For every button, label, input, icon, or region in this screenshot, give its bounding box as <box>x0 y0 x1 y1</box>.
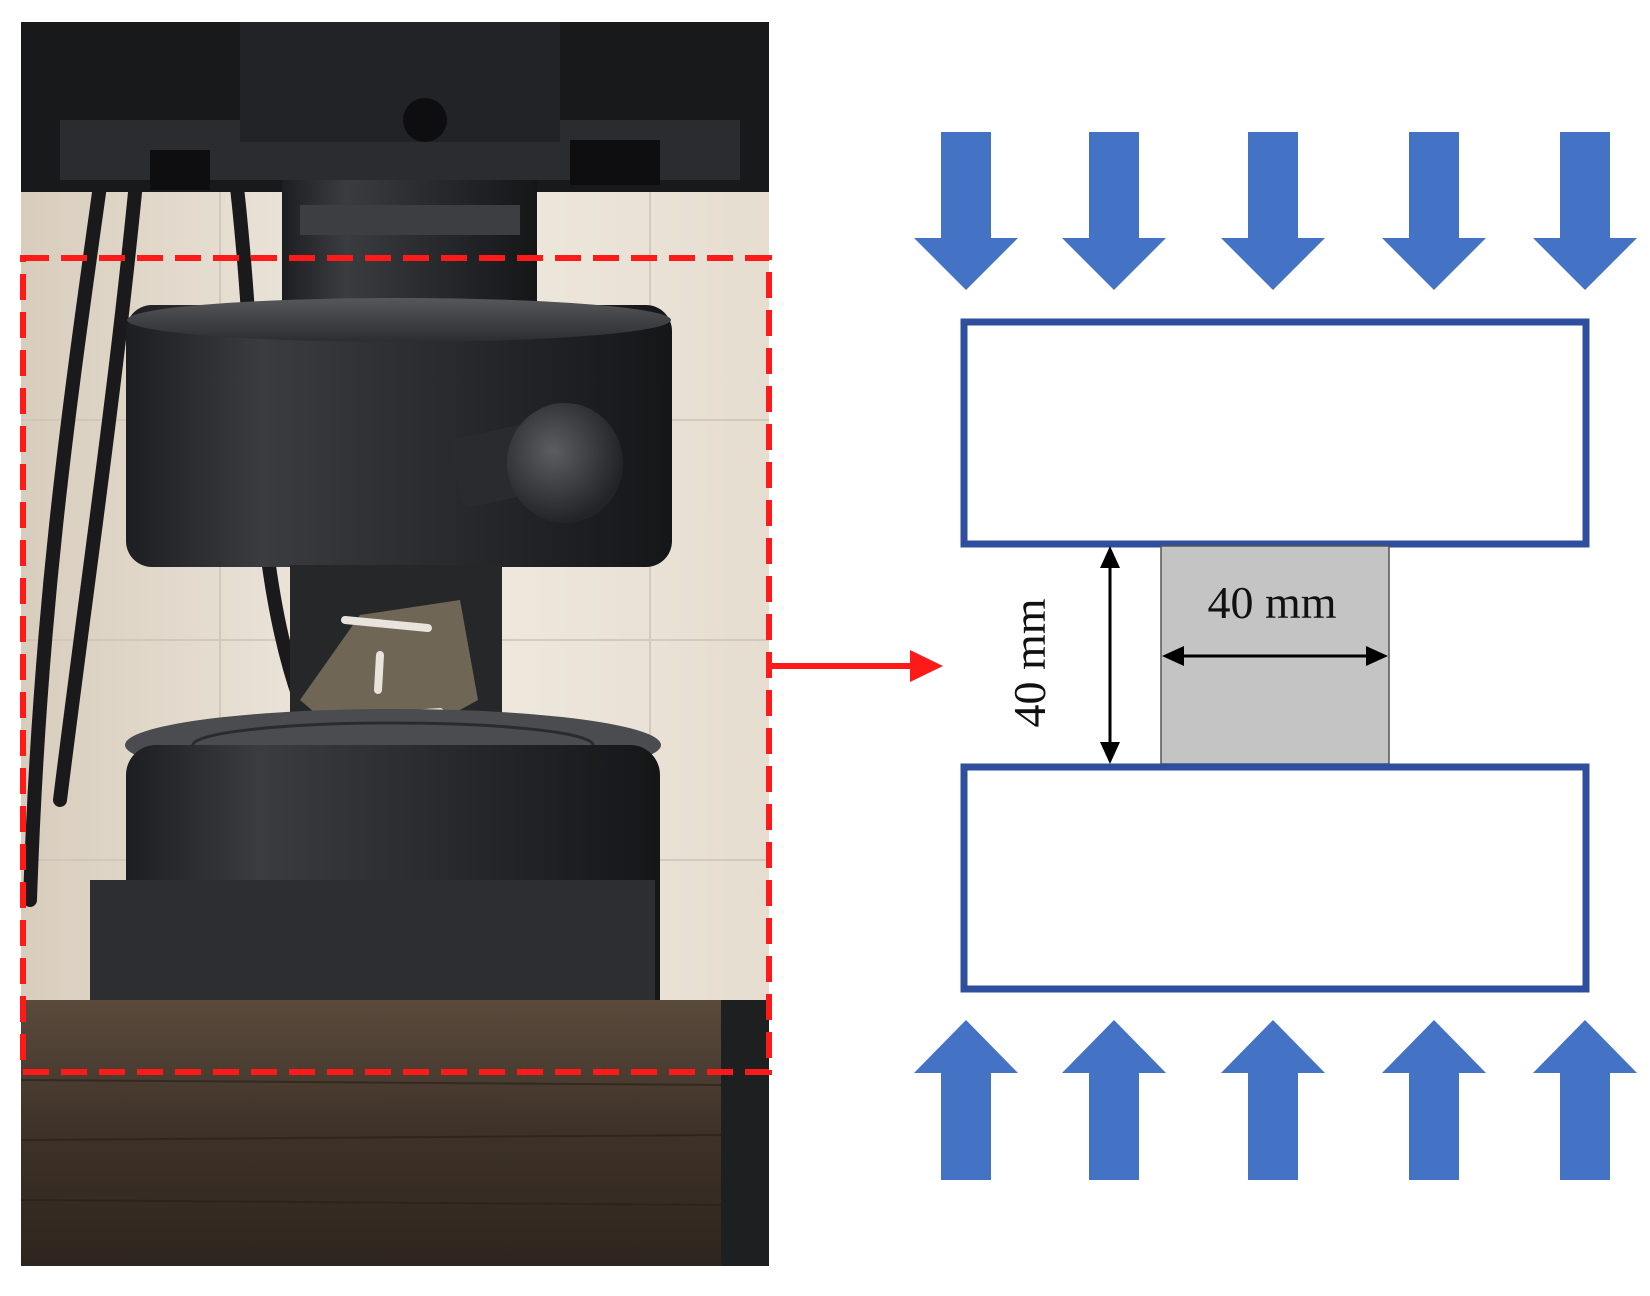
width-dimension-label: 40 mm <box>1207 577 1336 628</box>
top-load-arrows <box>914 132 1637 290</box>
height-dimension-label: 40 mm <box>1004 598 1055 727</box>
bottom-load-arrows <box>914 1020 1637 1180</box>
upper-plate <box>960 318 1590 548</box>
down-load-arrow-5 <box>1533 132 1637 290</box>
loading-shaft <box>282 180 537 310</box>
up-load-arrow-1 <box>914 1020 1018 1180</box>
photo-to-diagram-arrow <box>769 650 943 682</box>
width-dimension <box>1162 646 1388 666</box>
up-load-arrow-2 <box>1062 1020 1166 1180</box>
platen-pin <box>507 403 623 523</box>
down-load-arrow-4 <box>1382 132 1486 290</box>
up-load-arrow-5 <box>1533 1020 1637 1180</box>
test-rig-photo <box>21 22 769 1266</box>
up-load-arrow-3 <box>1221 1020 1325 1180</box>
lower-plate <box>960 763 1590 993</box>
down-load-arrow-2 <box>1062 132 1166 290</box>
down-load-arrow-3 <box>1221 132 1325 290</box>
wooden-base <box>21 1000 721 1266</box>
down-load-arrow-1 <box>914 132 1018 290</box>
height-dimension <box>1100 546 1120 764</box>
up-load-arrow-4 <box>1382 1020 1486 1180</box>
